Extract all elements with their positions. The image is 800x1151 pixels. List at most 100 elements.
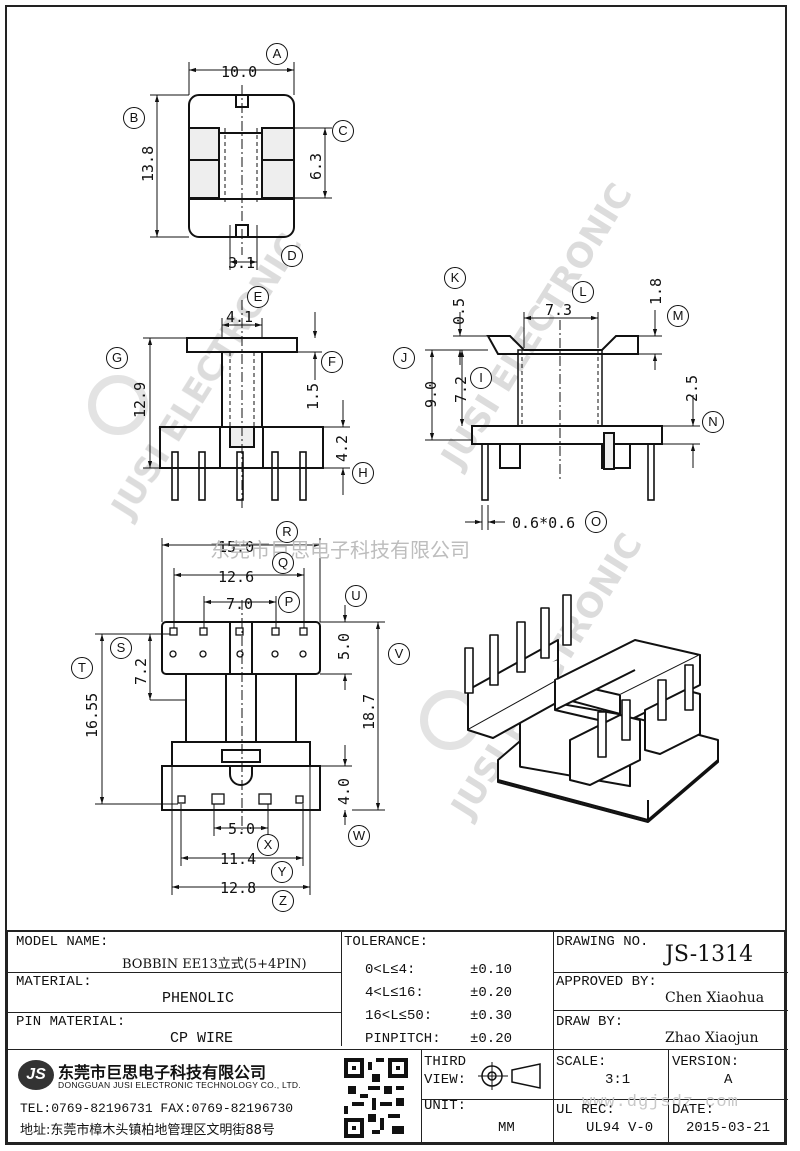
bubble-k: K [444, 267, 466, 289]
draw-by-value: Zhao Xiaojun [665, 1030, 759, 1046]
model-name-label: MODEL NAME: [16, 934, 109, 950]
divider-2 [553, 932, 554, 1142]
bubble-q: Q [272, 552, 294, 574]
hline-5 [553, 972, 788, 973]
divider-1 [341, 932, 342, 1046]
dim-l: 7.3 [545, 301, 572, 319]
dim-d: 3.1 [228, 254, 255, 272]
bubble-p: P [278, 591, 300, 613]
bubble-letter: N [708, 414, 718, 429]
hline-3 [8, 1049, 788, 1050]
dim-z: 12.8 [220, 879, 256, 897]
pin-material-label: PIN MATERIAL: [16, 1014, 126, 1030]
material-value: PHENOLIC [162, 990, 235, 1007]
logo-text: JS [26, 1066, 46, 1083]
hline-1 [8, 972, 341, 973]
hline-6 [553, 1010, 788, 1011]
bubble-i: I [470, 367, 492, 389]
approved-by-label: APPROVED BY: [556, 974, 657, 990]
bubble-u: U [345, 585, 367, 607]
dim-v: 18.7 [360, 694, 378, 730]
pin-material-value: CP WIRE [170, 1030, 234, 1047]
dim-s: 7.2 [132, 658, 150, 685]
dim-m: 1.8 [647, 278, 665, 305]
dim-t: 16.55 [83, 693, 101, 738]
isometric-view [464, 594, 719, 823]
dim-x: 5.0 [228, 820, 255, 838]
drawing-no-value: JS-1314 [665, 942, 754, 967]
title-block [6, 930, 788, 1144]
tol-value-4: ±0.20 [470, 1031, 513, 1047]
material-label: MATERIAL: [16, 974, 92, 990]
bubble-s: S [110, 637, 132, 659]
model-name-value: BOBBIN EE13立式(5+4PIN) [122, 957, 307, 972]
dim-w: 4.0 [335, 778, 353, 805]
dim-k: 0.5 [450, 298, 468, 325]
dim-r: 15.0 [218, 538, 254, 556]
bubble-d: D [281, 245, 303, 267]
side-view [471, 320, 663, 501]
tol-range-2: 4<L≤16: [365, 985, 424, 1001]
bubble-letter: P [284, 594, 294, 609]
bubble-v: V [388, 643, 410, 665]
dim-c: 6.3 [307, 153, 325, 180]
bubble-f: F [321, 351, 343, 373]
tol-value-1: ±0.10 [470, 962, 513, 978]
bubble-letter: F [328, 354, 336, 369]
drawing-no-label: DRAWING NO. [556, 934, 649, 950]
ul-rec-label: UL REC: [556, 1102, 615, 1118]
front-view [159, 300, 324, 510]
third-view-label-2: VIEW: [424, 1072, 467, 1088]
bubble-l: L [572, 281, 594, 303]
bubble-n: N [702, 411, 724, 433]
bubble-letter: G [111, 350, 123, 365]
scale-value: 3:1 [605, 1072, 631, 1088]
dim-h: 4.2 [333, 435, 351, 462]
dim-y: 11.4 [220, 850, 256, 868]
dim-q: 12.6 [218, 568, 254, 586]
third-angle-projection-icon [478, 1062, 541, 1090]
bubble-letter: L [579, 284, 587, 299]
sheet-border [5, 5, 787, 1145]
hline-7 [553, 1099, 788, 1100]
overlay-company-text: 东莞市巨思电子科技有限公司 [210, 538, 470, 562]
bubble-m: M [667, 305, 689, 327]
hline-2 [8, 1012, 341, 1013]
bubble-c: C [332, 120, 354, 142]
bubble-letter: E [253, 289, 263, 304]
bubble-a: A [266, 43, 288, 65]
unit-label: UNIT: [424, 1098, 467, 1114]
side-view-dims [425, 310, 700, 530]
bubble-z: Z [272, 890, 294, 912]
dim-f: 1.5 [304, 383, 322, 410]
bubble-letter: S [116, 640, 126, 655]
tol-range-1: 0<L≤4: [365, 962, 416, 978]
bubble-letter: Q [277, 555, 289, 570]
bubble-letter: W [352, 828, 366, 843]
bubble-letter: K [450, 270, 460, 285]
dim-i: 7.2 [452, 376, 470, 403]
bubble-letter: X [263, 837, 273, 852]
bubble-y: Y [271, 861, 293, 883]
bubble-letter: T [78, 660, 86, 675]
company-logo: JS [18, 1060, 54, 1090]
bubble-letter: H [358, 465, 368, 480]
version-value: A [724, 1072, 733, 1088]
ul-rec-value: UL94 V-0 [586, 1120, 654, 1136]
bubble-letter: R [282, 524, 292, 539]
date-value: 2015-03-21 [686, 1120, 771, 1136]
bubble-h: H [352, 462, 374, 484]
dim-g: 12.9 [131, 382, 149, 418]
bubble-b: B [123, 107, 145, 129]
date-label: DATE: [672, 1102, 715, 1118]
dim-e: 4.1 [226, 308, 253, 326]
bubble-o: O [585, 511, 607, 533]
divider-3 [421, 1049, 422, 1142]
dim-u: 5.0 [335, 633, 353, 660]
qr-code-icon [344, 1058, 408, 1138]
dim-p: 7.0 [226, 595, 253, 613]
scale-label: SCALE: [556, 1054, 607, 1070]
bubble-letter: D [287, 248, 297, 263]
tol-range-4: PINPITCH: [365, 1031, 441, 1047]
bubble-letter: J [400, 350, 408, 365]
